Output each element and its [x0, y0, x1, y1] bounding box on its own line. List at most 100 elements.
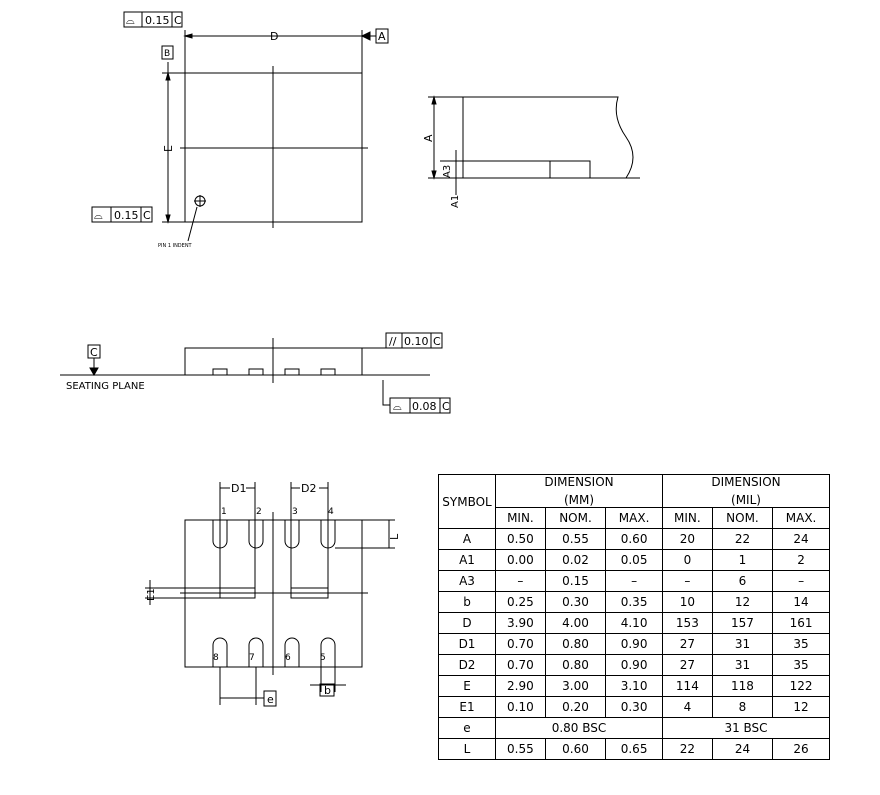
row-symbol: L [438, 738, 496, 760]
table-cell: 0.65 [605, 738, 663, 760]
table-cell: – [605, 570, 663, 592]
row-symbol: e [438, 717, 496, 739]
table-cell: 0.90 [605, 633, 663, 655]
datum-c-label: C [90, 346, 98, 359]
table-cell: 0.02 [544, 549, 607, 571]
pin1-note: PIN 1 INDENT [158, 243, 193, 249]
pin-label-2: 2 [256, 507, 262, 517]
table-cell: 27 [662, 633, 713, 655]
row-symbol: E1 [438, 696, 496, 718]
flatness-front-datum: C [442, 400, 450, 413]
dimension-table: SYMBOL DIMENSION (MM) DIMENSION (MIL) MI… [438, 474, 830, 760]
table-cell: 114 [662, 675, 713, 697]
dim-d2-label: D2 [301, 482, 316, 495]
datum-b-label: B [164, 49, 170, 59]
table-cell: 4.00 [544, 612, 607, 634]
table-cell: 0.60 [544, 738, 607, 760]
table-cell: 2 [772, 549, 830, 571]
table-cell: 0.15 [544, 570, 607, 592]
table-cell: 0.00 [495, 549, 546, 571]
table-cell: 35 [772, 654, 830, 676]
row-symbol: A3 [438, 570, 496, 592]
mil-header-title: DIMENSION [711, 475, 781, 489]
table-cell: 27 [662, 654, 713, 676]
parallelism-symbol: // [389, 335, 397, 348]
table-cell: 14 [772, 591, 830, 613]
table-cell: 122 [772, 675, 830, 697]
table-cell: 0.80 [544, 633, 607, 655]
table-cell: 0.70 [495, 654, 546, 676]
pin-label-5: 5 [320, 653, 326, 663]
table-cell: 118 [711, 675, 774, 697]
flatness-top-symbol: ⌓ [126, 14, 135, 27]
table-cell: 31 [711, 654, 774, 676]
column-header: MIN. [662, 507, 713, 529]
dim-a1-label: A1 [450, 195, 461, 208]
mm-header-unit: (MM) [563, 493, 595, 507]
mil-header: DIMENSION (MIL) [662, 474, 830, 508]
table-cell: 0.60 [605, 528, 663, 550]
table-cell: 2.90 [495, 675, 546, 697]
table-cell: 24 [711, 738, 774, 760]
table-cell: 0.70 [495, 633, 546, 655]
table-cell: 12 [772, 696, 830, 718]
table-cell: – [662, 570, 713, 592]
table-cell: 22 [662, 738, 713, 760]
pin-label-7: 7 [249, 653, 255, 663]
dim-d-label: D [270, 30, 278, 43]
table-cell: 31 BSC [662, 717, 830, 739]
flatness-front-symbol: ⌓ [393, 400, 402, 413]
column-header: NOM. [544, 507, 607, 529]
row-symbol: A [438, 528, 496, 550]
table-cell: 20 [662, 528, 713, 550]
table-cell: 0.30 [605, 696, 663, 718]
row-symbol: D1 [438, 633, 496, 655]
side-view [428, 95, 640, 195]
flatness-left-value: 0.15 [114, 209, 139, 222]
row-symbol: b [438, 591, 496, 613]
parallelism-value: 0.10 [404, 335, 429, 348]
row-symbol: D2 [438, 654, 496, 676]
flatness-front-value: 0.08 [412, 400, 437, 413]
table-cell: 0.55 [544, 528, 607, 550]
row-symbol: A1 [438, 549, 496, 571]
flatness-left-symbol: ⌓ [94, 209, 103, 222]
column-header: NOM. [711, 507, 774, 529]
table-cell: 0.80 [544, 654, 607, 676]
pin-label-8: 8 [213, 653, 219, 663]
table-cell: 0.10 [495, 696, 546, 718]
table-cell: 8 [711, 696, 774, 718]
parallelism-datum: C [433, 335, 441, 348]
table-cell: 0.90 [605, 654, 663, 676]
flatness-left-datum: C [143, 209, 151, 222]
table-cell: – [495, 570, 546, 592]
table-cell: 6 [711, 570, 774, 592]
table-cell: 26 [772, 738, 830, 760]
table-cell: 0.25 [495, 591, 546, 613]
table-cell: 153 [662, 612, 713, 634]
table-cell: – [772, 570, 830, 592]
pin-label-1: 1 [221, 507, 227, 517]
flatness-top-value: 0.15 [145, 14, 170, 27]
table-cell: 161 [772, 612, 830, 634]
column-header: MAX. [605, 507, 663, 529]
front-view [60, 332, 451, 414]
dim-a3-label: A3 [442, 165, 453, 178]
table-cell: 3.90 [495, 612, 546, 634]
symbol-header: SYMBOL [438, 474, 496, 529]
table-cell: 0.80 BSC [495, 717, 663, 739]
table-cell: 4 [662, 696, 713, 718]
table-cell: 0 [662, 549, 713, 571]
table-cell: 157 [711, 612, 774, 634]
dim-e1-label: E1 [146, 588, 157, 601]
dim-b-label: b [324, 684, 331, 697]
table-cell: 12 [711, 591, 774, 613]
dim-a-label: A [422, 134, 435, 142]
